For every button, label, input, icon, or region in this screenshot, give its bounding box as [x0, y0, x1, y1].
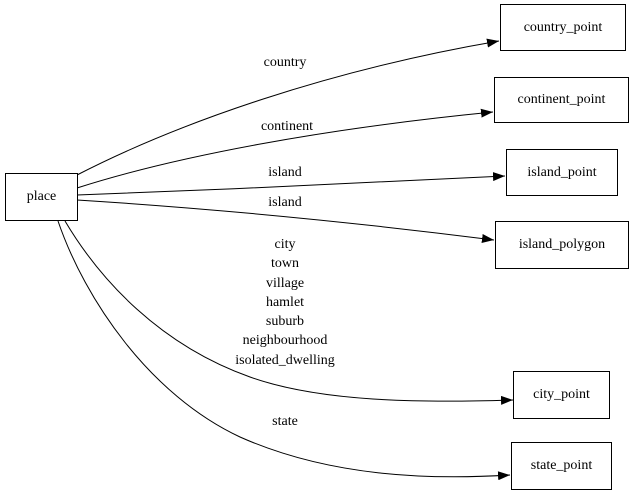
edge-label-line: city: [274, 237, 296, 252]
node-label: country_point: [523, 19, 603, 35]
edge-label-state: state: [272, 414, 298, 429]
node-island-point: island_point: [506, 149, 618, 196]
edge-label-city-group: city town village hamlet suburb neighbou…: [235, 235, 335, 370]
node-place: place: [5, 173, 78, 221]
edge-label-line: town: [270, 256, 299, 272]
node-label: state_point: [530, 458, 593, 473]
edge-label-line: hamlet: [265, 294, 305, 310]
node-label: continent_point: [517, 92, 606, 107]
edge-label-continent: continent: [260, 119, 314, 134]
node-label: island_point: [527, 164, 597, 180]
edge-label-line: suburb: [265, 314, 305, 330]
edge-place-continent-point: [76, 108, 494, 189]
node-label: place: [26, 189, 57, 204]
edge-label-line: village: [265, 275, 305, 291]
edge-label-island-point: island: [268, 165, 302, 180]
edge-place-country-point: [76, 38, 500, 176]
edge-label-line: neighbourhood: [242, 333, 328, 349]
edge-label-line: isolated_dwelling: [235, 352, 335, 368]
node-label: island_polygon: [518, 237, 606, 252]
edge-place-island-polygon: [76, 199, 495, 243]
node-city-point: city_point: [513, 371, 610, 419]
node-continent-point: continent_point: [494, 77, 629, 123]
edge-label-country: country: [263, 55, 307, 70]
node-country-point: country_point: [500, 4, 626, 51]
edge-place-state-point: [57, 220, 511, 481]
edge-label-island-polygon: island: [268, 195, 302, 210]
node-state-point: state_point: [511, 442, 612, 490]
node-island-polygon: island_polygon: [495, 221, 629, 269]
edge-place-city-point: [64, 220, 514, 405]
node-label: city_point: [533, 387, 590, 402]
edge-place-island-point: [76, 172, 506, 196]
